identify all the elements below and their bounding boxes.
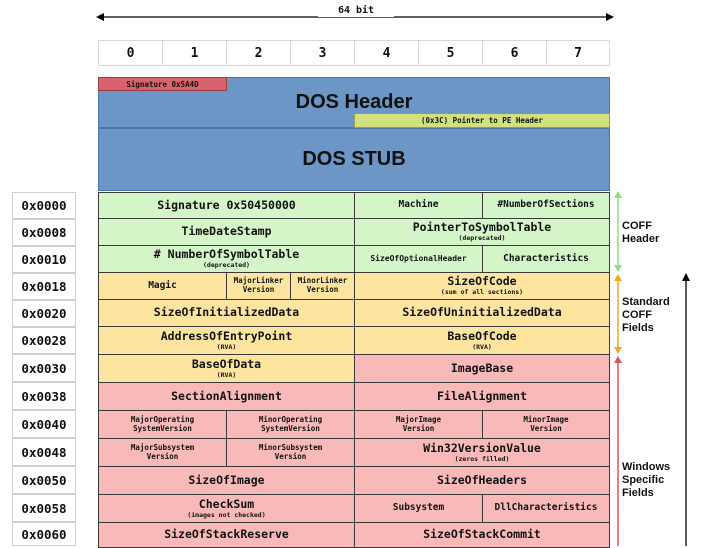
field-machine: Machine [354, 192, 483, 219]
field-checksum: CheckSum(images not checked) [98, 494, 355, 523]
section-label-windows: Windows Specific Fields [622, 461, 671, 499]
field-address-of-entry-point: AddressOfEntryPoint(RVA) [98, 326, 355, 355]
field-major-subsystem-version: MajorSubsystem Version [98, 438, 227, 467]
byte-column-6: 6 [482, 40, 547, 66]
field-file-alignment: FileAlignment [354, 382, 610, 411]
section-label-standard: Standard COFF Fields [622, 296, 670, 334]
field-minor-subsystem-version: MinorSubsystem Version [226, 438, 355, 467]
offset-label: 0x0020 [12, 300, 76, 327]
offset-label: 0x0050 [12, 466, 76, 494]
field-timedatestamp: TimeDateStamp [98, 218, 355, 246]
byte-column-3: 3 [290, 40, 355, 66]
field-base-of-data: BaseOfData(RVA) [98, 354, 355, 383]
field-size-of-uninitialized-data: SizeOfUninitializedData [354, 299, 610, 327]
width-label: 64 bit [318, 5, 394, 17]
offset-label: 0x0030 [12, 354, 76, 382]
offset-label: 0x0008 [12, 219, 76, 246]
byte-column-5: 5 [418, 40, 483, 66]
offset-label: 0x0018 [12, 273, 76, 300]
field-major-linker-version: MajorLinker Version [226, 272, 291, 300]
continuation-arrow [682, 273, 690, 546]
dos-signature: Signature 0x5A4D [98, 77, 227, 91]
offset-label: 0x0040 [12, 410, 76, 438]
field-win32-version-value: Win32VersionValue(zeros filled) [354, 438, 610, 467]
offset-label: 0x0010 [12, 246, 76, 273]
field-major-os-version: MajorOperating SystemVersion [98, 410, 227, 439]
dos-stub: DOS STUB [98, 128, 610, 191]
field-dll-characteristics: DllCharacteristics [482, 494, 610, 523]
byte-column-1: 1 [162, 40, 227, 66]
section-range-arrows [614, 191, 622, 546]
field-size-of-initialized-data: SizeOfInitializedData [98, 299, 355, 327]
field-size-of-stack-commit: SizeOfStackCommit [354, 522, 610, 548]
field-size-of-image: SizeOfImage [98, 466, 355, 495]
offset-label: 0x0038 [12, 382, 76, 410]
field-number-of-sections: #NumberOfSections [482, 192, 610, 219]
field-minor-os-version: MinorOperating SystemVersion [226, 410, 355, 439]
field-signature-pe: Signature 0x50450000 [98, 192, 355, 219]
field-size-of-stack-reserve: SizeOfStackReserve [98, 522, 355, 548]
offset-label: 0x0000 [12, 192, 76, 219]
dos-header-title: DOS Header [295, 91, 413, 113]
field-magic: Magic [98, 272, 227, 300]
field-image-base: ImageBase [354, 354, 610, 383]
field-base-of-code: BaseOfCode(RVA) [354, 326, 610, 355]
field-characteristics: Characteristics [482, 245, 610, 273]
field-minor-image-version: MinorImage Version [482, 410, 610, 439]
field-subsystem: Subsystem [354, 494, 483, 523]
field-section-alignment: SectionAlignment [98, 382, 355, 411]
field-size-of-optional-header: SizeOfOptionalHeader [354, 245, 483, 273]
section-label-coff: COFF Header [622, 220, 660, 245]
field-size-of-code: SizeOfCode(sum of all sections) [354, 272, 610, 300]
pe-header-pointer: (0x3C) Pointer to PE Header [354, 113, 610, 128]
width-arrow [96, 13, 614, 21]
field-size-of-headers: SizeOfHeaders [354, 466, 610, 495]
offset-label: 0x0060 [12, 522, 76, 546]
field-major-image-version: MajorImage Version [354, 410, 483, 439]
field-minor-linker-version: MinorLinker Version [290, 272, 355, 300]
byte-column-7: 7 [546, 40, 610, 66]
field-number-of-symbol-table: # NumberOfSymbolTable(deprecated) [98, 245, 355, 273]
byte-column-4: 4 [354, 40, 419, 66]
offset-label: 0x0048 [12, 438, 76, 466]
field-pointer-to-symbol-table: PointerToSymbolTable(deprecated) [354, 218, 610, 246]
byte-column-0: 0 [98, 40, 163, 66]
offset-label: 0x0028 [12, 327, 76, 354]
byte-column-2: 2 [226, 40, 291, 66]
offset-label: 0x0058 [12, 494, 76, 522]
